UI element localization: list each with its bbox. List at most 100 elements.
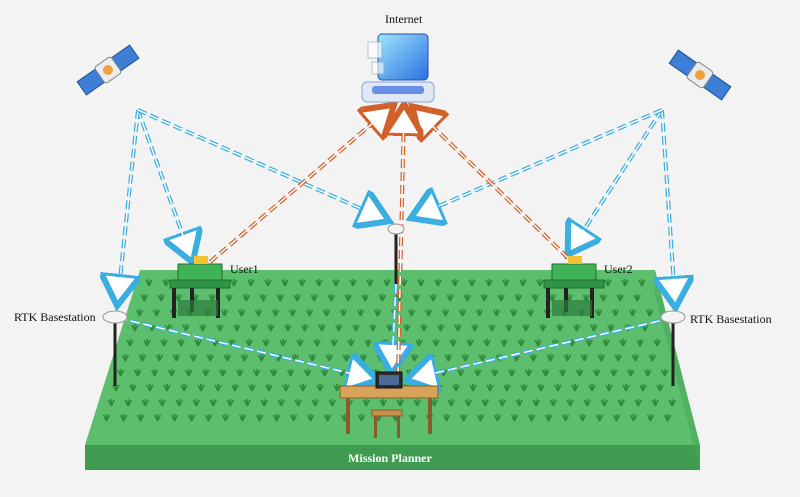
crop-plant (597, 354, 606, 362)
crop-plant (492, 309, 501, 317)
crop-plant (298, 279, 306, 287)
crop-plant (152, 309, 161, 317)
crop-plant (468, 279, 476, 287)
rtk-right-label: RTK Basestation (690, 312, 772, 326)
crop-plant (556, 324, 564, 332)
crop-plant (116, 369, 125, 377)
crop-plant (277, 399, 285, 407)
crop-plant (585, 339, 593, 347)
crop-plant (454, 324, 462, 332)
crop-plant (529, 354, 538, 362)
crop-plant (437, 324, 445, 332)
crop-plant (452, 384, 460, 392)
crop-plant (247, 279, 255, 287)
crop-plant (369, 324, 377, 332)
crop-plant (645, 309, 654, 317)
mission-planner-label: Mission Planner (348, 451, 432, 465)
crop-plant (590, 324, 598, 332)
crop-plant (612, 414, 621, 422)
crop-plant (520, 384, 528, 392)
crop-plant (412, 294, 420, 302)
crop-plant (537, 384, 545, 392)
crop-plant (514, 294, 522, 302)
crop-plant (141, 399, 149, 407)
crop-plant (561, 414, 570, 422)
crop-plant (628, 309, 637, 317)
robot-tractor-icon (169, 256, 231, 318)
crop-plant (216, 324, 224, 332)
crop-plant (167, 369, 176, 377)
crop-plant (636, 339, 644, 347)
crop-plant (631, 354, 640, 362)
crop-plant (310, 294, 318, 302)
internet-computer-icon (361, 33, 435, 103)
crop-plant (306, 414, 315, 422)
user1-label: User1 (230, 262, 259, 276)
crop-plant (218, 369, 227, 377)
crop-plant (322, 309, 331, 317)
crop-plant (475, 309, 484, 317)
crop-plant (146, 384, 154, 392)
crop-plant (230, 279, 238, 287)
crop-plant (129, 384, 137, 392)
crop-plant (162, 279, 170, 287)
crop-plant (299, 384, 307, 392)
crop-plant (209, 399, 217, 407)
crop-plant (194, 339, 202, 347)
crop-plant (519, 279, 527, 287)
crop-plant (510, 414, 519, 422)
crop-plant (318, 324, 326, 332)
crop-plant (429, 294, 437, 302)
crop-plant (653, 339, 661, 347)
gps-link-arrow-core (661, 109, 676, 301)
crop-plant (294, 399, 302, 407)
crop-plant (417, 279, 425, 287)
antenna-link-arrow-core (391, 283, 397, 367)
crop-plant (634, 399, 642, 407)
crop-plant (502, 279, 510, 287)
crop-plant (206, 354, 215, 362)
crop-plant (442, 414, 451, 422)
crop-plant (498, 399, 506, 407)
crop-plant (408, 414, 417, 422)
rtk-antenna-icon (102, 310, 128, 386)
crop-plant (480, 294, 488, 302)
crop-plant (242, 294, 250, 302)
internet-link-arrow-core (209, 109, 389, 263)
crop-plant (485, 279, 493, 287)
crop-plant (254, 309, 263, 317)
crop-plant (604, 279, 612, 287)
crop-plant (339, 309, 348, 317)
crop-plant (199, 324, 207, 332)
crop-plant (272, 414, 281, 422)
crop-plant (145, 279, 153, 287)
crop-plant (308, 354, 317, 362)
crop-plant (611, 309, 620, 317)
rtk-link-arrow-core (117, 317, 371, 379)
crop-plant (325, 354, 334, 362)
crop-plant (558, 369, 567, 377)
crop-plant (344, 294, 352, 302)
crop-plant (245, 339, 253, 347)
crop-plant (471, 324, 479, 332)
crop-plant (138, 354, 147, 362)
crop-plant (119, 414, 128, 422)
crop-plant (651, 399, 659, 407)
crop-plant (476, 414, 485, 422)
crop-plant (605, 384, 613, 392)
crop-plant (522, 324, 530, 332)
crop-plant (279, 339, 287, 347)
crop-plant (102, 414, 111, 422)
crop-plant (413, 399, 421, 407)
crop-plant (488, 324, 496, 332)
crop-plant (281, 279, 289, 287)
crop-plant (646, 414, 655, 422)
crop-plant (373, 309, 382, 317)
gps-link-arrow-core (417, 109, 663, 216)
crop-plant (446, 294, 454, 302)
crop-plant (361, 294, 369, 302)
crop-plant (507, 369, 516, 377)
crop-plant (503, 384, 511, 392)
crop-plant (276, 294, 284, 302)
crop-plant (549, 399, 557, 407)
